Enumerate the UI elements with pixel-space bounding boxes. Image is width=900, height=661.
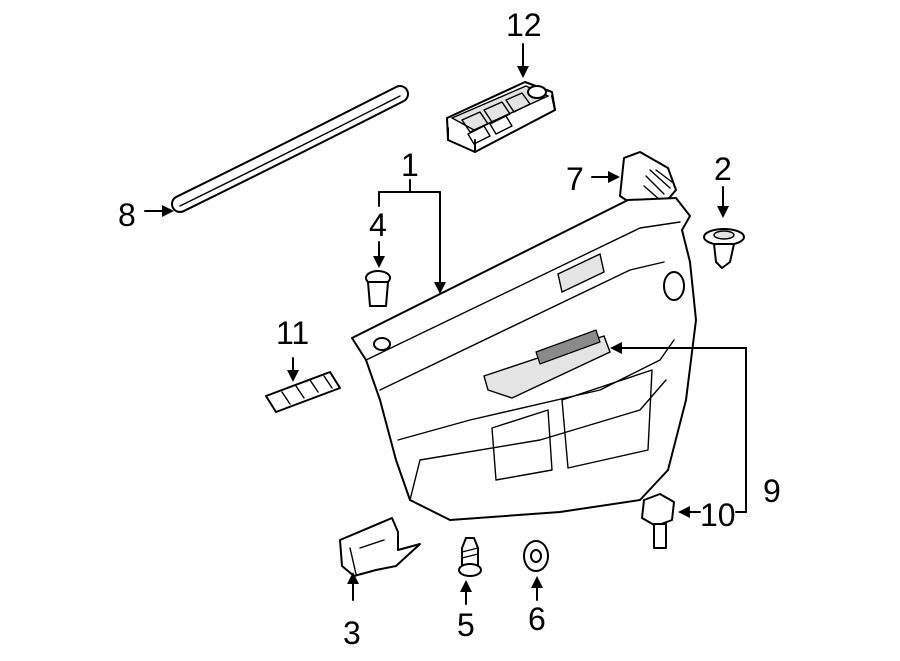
callout-5: 5 [457,607,475,643]
callout-7: 7 [566,161,584,197]
part-8-weatherstrip [171,85,409,213]
callout-9: 9 [763,473,781,509]
part-5-screw [458,537,482,577]
part-3-bracket [339,517,421,577]
part-6-washer [523,540,549,572]
part-4-plug [365,270,391,307]
callout-3: 3 [343,615,361,651]
part-12-window-switch [446,81,556,153]
part-1-door-trim-panel [351,197,697,521]
callout-1: 1 [401,147,419,183]
part-7-mirror-trim [619,151,677,205]
callout-8: 8 [118,197,136,233]
part-10-bolt [641,493,675,549]
callout-2: 2 [714,151,732,187]
leader-lines [144,43,747,605]
part-11-pad [265,371,341,413]
callout-10: 10 [700,497,736,533]
callout-11: 11 [276,315,309,351]
part-2-clip [703,228,745,269]
callout-4: 4 [369,207,387,243]
callout-6: 6 [528,601,546,637]
callout-12: 12 [506,7,542,43]
